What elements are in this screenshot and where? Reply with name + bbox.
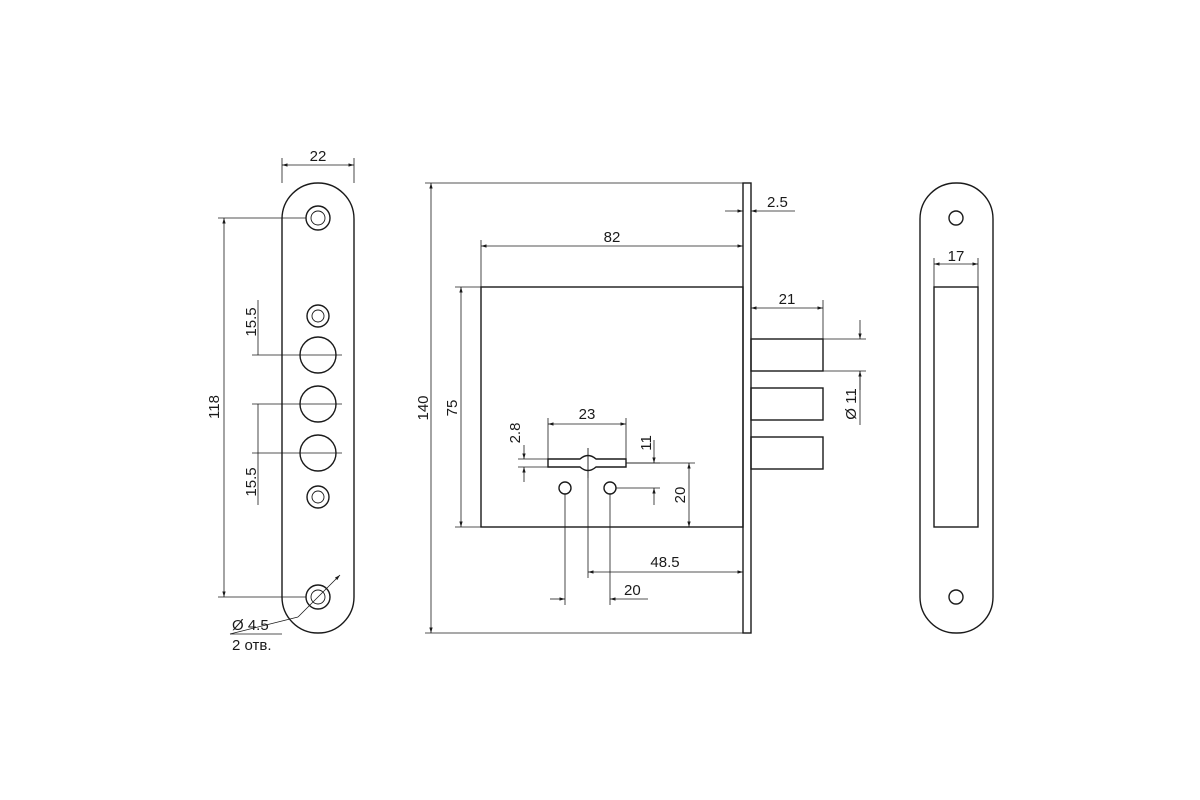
bolt-3 — [750, 436, 824, 470]
latch-hole — [306, 304, 330, 328]
total-height-label: 140 — [415, 395, 432, 420]
keyhole-width-label: 23 — [579, 406, 596, 423]
spacing-bottom-label: 15.5 — [243, 467, 260, 496]
strike-screw-bottom — [948, 589, 964, 605]
front-plate-width-label: 22 — [310, 148, 327, 165]
lock-case — [480, 286, 744, 528]
strike-plate-view: 17 — [919, 182, 994, 634]
strike-opening — [933, 286, 979, 528]
lock-faceplate — [742, 182, 752, 634]
plate-thickness-label: 2.5 — [767, 194, 788, 211]
backset-label: 48.5 — [650, 554, 679, 571]
bolt-1 — [750, 338, 824, 372]
spindle-hole-left — [558, 481, 572, 495]
hole-diameter-label: Ø 4.5 — [232, 617, 269, 634]
bolt-2 — [750, 387, 824, 421]
bolt-throw-label: 21 — [779, 291, 796, 308]
opening-width-label: 17 — [948, 248, 965, 265]
vertical-offset-label: 20 — [672, 487, 689, 504]
body-height-label: 75 — [444, 400, 461, 417]
body-depth-label: 82 — [604, 229, 621, 246]
front-plate-view: 22 118 15.5 15.5 Ø 4.5 2 отв. — [206, 148, 355, 654]
bolt-diameter-label: Ø 11 — [843, 388, 860, 419]
front-plate-length-label: 118 — [206, 395, 223, 419]
front-plate-outline — [281, 182, 355, 634]
pin-offset-label: 11 — [638, 435, 655, 451]
spindle-hole-right — [603, 481, 617, 495]
lock-body-view: 140 75 82 2.5 21 Ø 11 23 — [415, 182, 866, 634]
spacing-top-label: 15.5 — [243, 307, 260, 336]
keyhole — [547, 448, 627, 478]
hole-count-label: 2 отв. — [232, 637, 272, 654]
strike-screw-top — [948, 210, 964, 226]
lower-hole — [306, 485, 330, 509]
pin-spacing-label: 20 — [624, 582, 641, 599]
strike-plate-outline — [919, 182, 994, 634]
keyhole-slot-label: 2.8 — [507, 423, 524, 444]
screw-hole-top — [305, 205, 331, 231]
